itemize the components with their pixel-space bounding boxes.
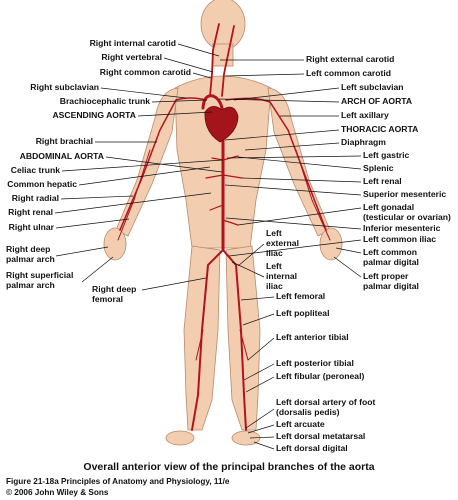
figure-credit: Figure 21-18a Principles of Anatomy and … bbox=[6, 477, 230, 486]
label-diaphragm: Diaphragm bbox=[341, 137, 386, 147]
label-right-superficial-palmar-arch: Right superficial palmar arch bbox=[6, 270, 76, 290]
label-left-anterior-tibial: Left anterior tibial bbox=[276, 332, 349, 342]
arteries bbox=[117, 23, 331, 431]
label-splenic: Splenic bbox=[363, 163, 394, 173]
label-superior-mesenteric: Superior mesenteric bbox=[363, 189, 446, 199]
label-right-ulnar: Right ulnar bbox=[9, 222, 55, 232]
label-right-internal-carotid: Right internal carotid bbox=[90, 38, 176, 48]
anatomy-diagram: Right internal carotid Right vertebral R… bbox=[6, 0, 451, 453]
label-left-gonadal: Left gonadal (testicular or ovarian) bbox=[363, 202, 451, 222]
label-right-renal: Right renal bbox=[8, 207, 53, 217]
label-left-popliteal: Left popliteal bbox=[276, 308, 329, 318]
label-left-dorsal-artery-of-foot: Left dorsal artery of foot (dorsalis ped… bbox=[276, 397, 378, 417]
label-ascending-aorta: ASCENDING AORTA bbox=[52, 110, 136, 120]
label-inferior-mesenteric: Inferior mesenteric bbox=[363, 223, 441, 233]
label-left-gastric: Left gastric bbox=[363, 150, 410, 160]
label-celiac-trunk: Celiac trunk bbox=[11, 165, 60, 175]
label-left-dorsal-metatarsal: Left dorsal metatarsal bbox=[276, 431, 365, 441]
label-arch-of-aorta: ARCH OF AORTA bbox=[341, 96, 412, 106]
figure-caption: Overall anterior view of the principal b… bbox=[83, 461, 375, 473]
figure-credits: Figure 21-18a Principles of Anatomy and … bbox=[6, 476, 229, 498]
label-left-common-iliac: Left common iliac bbox=[363, 234, 436, 244]
label-left-renal: Left renal bbox=[363, 176, 402, 186]
label-left-subclavian: Left subclavian bbox=[341, 82, 404, 92]
right-labels: Right external carotid Left common carot… bbox=[218, 54, 451, 453]
label-abdominal-aorta: ABDOMINAL AORTA bbox=[20, 151, 104, 161]
label-left-femoral: Left femoral bbox=[276, 291, 325, 301]
label-right-brachial: Right brachial bbox=[36, 136, 93, 146]
label-left-proper-palmar-digital: Left proper palmar digital bbox=[363, 271, 419, 291]
label-left-dorsal-digital: Left dorsal digital bbox=[276, 443, 348, 453]
copyright-notice: © 2006 John Wiley & Sons bbox=[6, 488, 109, 497]
label-left-axillary: Left axillary bbox=[341, 110, 389, 120]
label-right-deep-palmar-arch: Right deep palmar arch bbox=[6, 244, 55, 264]
label-right-external-carotid: Right external carotid bbox=[306, 54, 394, 64]
label-common-hepatic: Common hepatic bbox=[7, 179, 77, 189]
label-left-posterior-tibial: Left posterior tibial bbox=[276, 358, 354, 368]
label-right-subclavian: Right subclavian bbox=[30, 82, 99, 92]
label-brachiocephalic-trunk: Brachiocephalic trunk bbox=[60, 96, 150, 106]
label-right-radial: Right radial bbox=[12, 193, 59, 203]
label-right-deep-femoral: Right deep femoral bbox=[92, 284, 139, 304]
label-left-fibular: Left fibular (peroneal) bbox=[276, 371, 364, 381]
label-left-common-carotid: Left common carotid bbox=[306, 68, 391, 78]
label-left-external-iliac: Left external iliac bbox=[266, 228, 301, 258]
heart bbox=[204, 106, 239, 143]
label-right-vertebral: Right vertebral bbox=[101, 52, 162, 62]
label-left-common-palmar-digital: Left common palmar digital bbox=[363, 247, 419, 267]
label-left-internal-iliac: Left internal iliac bbox=[266, 261, 299, 291]
label-right-common-carotid: Right common carotid bbox=[100, 67, 191, 77]
left-labels: Right internal carotid Right vertebral R… bbox=[6, 38, 224, 304]
label-left-arcuate: Left arcuate bbox=[276, 419, 325, 429]
label-thoracic-aorta: THORACIC AORTA bbox=[341, 124, 418, 134]
